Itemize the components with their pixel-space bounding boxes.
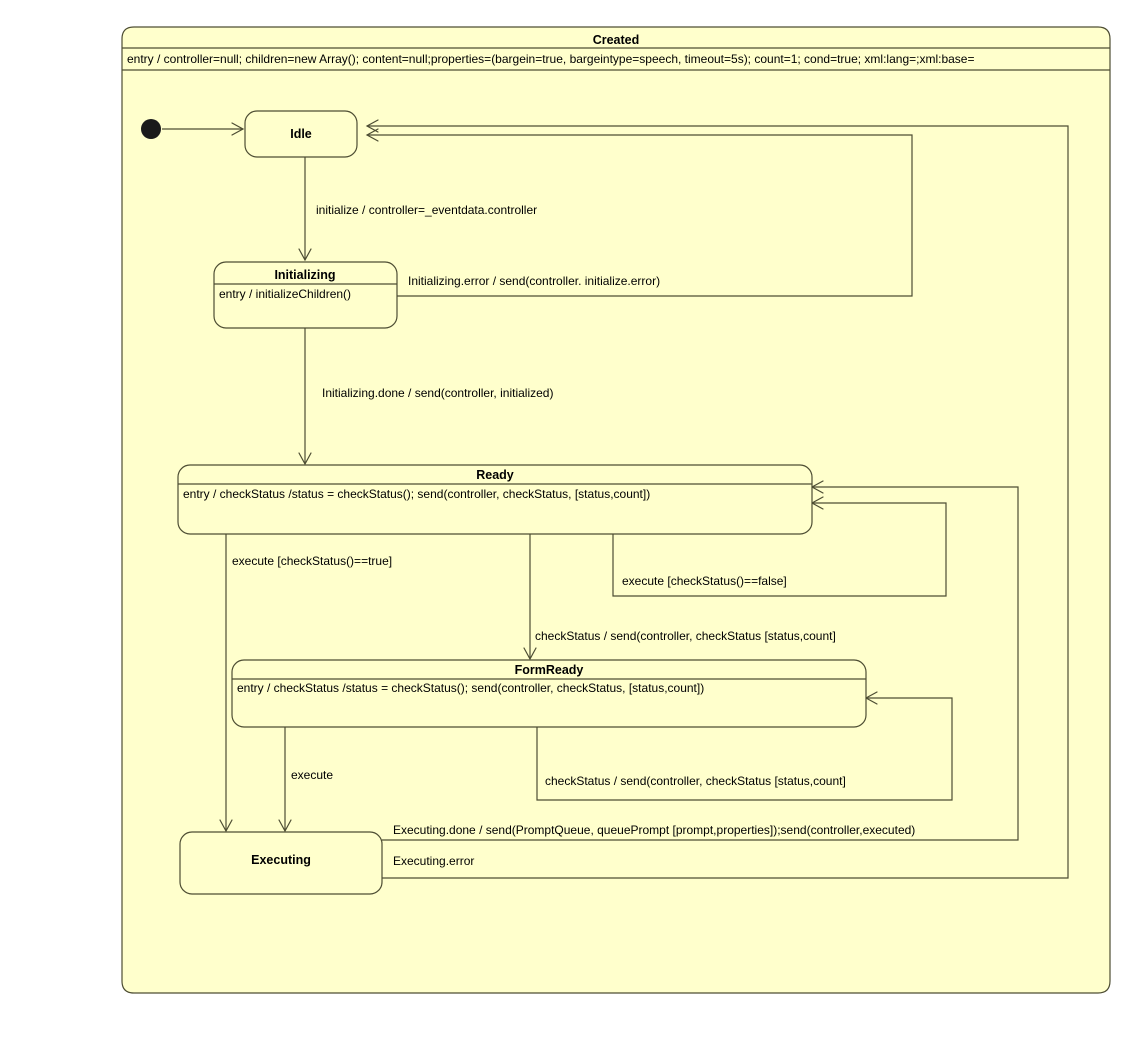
state-executing-fill	[180, 832, 382, 894]
transition-initializing-to-idle-arrowhead	[365, 128, 379, 142]
transition-formready-to-executing-arrowhead	[278, 819, 292, 833]
state-idle-fill	[245, 111, 357, 157]
state-initializing-entry-text: entry / initializeChildren()	[219, 287, 351, 301]
state-formready-title: FormReady	[515, 663, 584, 677]
transition-ready-to-formready-arrowhead	[523, 647, 537, 661]
state-initializing-border	[213, 261, 398, 329]
state-ready-fill	[178, 465, 812, 534]
state-ready-border	[177, 464, 813, 535]
state-formready-border	[231, 659, 867, 728]
state-ready-title: Ready	[476, 468, 514, 482]
transition-ready-to-executing-label: execute [checkStatus()==true]	[232, 554, 392, 568]
state-executing[interactable]: Executing	[179, 831, 383, 895]
created-entry-text: entry / controller=null; children=new Ar…	[127, 52, 974, 66]
transition-formready-to-executing[interactable]: execute	[278, 727, 333, 833]
transition-executing-to-ready-label: Executing.done / send(PromptQueue, queue…	[393, 823, 915, 837]
initial-pseudostate-node[interactable]	[141, 119, 161, 139]
state-initializing-fill	[214, 262, 397, 328]
created-frame-border	[121, 26, 1111, 994]
transition-executing-to-idle-line	[367, 125, 1069, 879]
state-initializing-title: Initializing	[274, 268, 335, 282]
transition-formready-self-loop-line	[536, 697, 953, 801]
transition-executing-to-idle-arrowhead	[365, 119, 379, 133]
state-formready-fill	[232, 660, 866, 727]
transition-initializing-to-ready[interactable]: Initializing.done / send(controller, ini…	[298, 328, 553, 466]
transition-initializing-to-idle-line	[367, 134, 913, 297]
state-initializing[interactable]: Initializing entry / initializeChildren(…	[213, 261, 398, 329]
transition-ready-self-loop-line	[612, 502, 947, 597]
state-ready-entry-text: entry / checkStatus /status = checkStatu…	[183, 487, 650, 501]
state-formready[interactable]: FormReady entry / checkStatus /status = …	[231, 659, 867, 728]
state-executing-border	[179, 831, 383, 895]
state-idle-border	[244, 110, 358, 158]
transition-idle-to-initializing-arrowhead	[298, 248, 312, 262]
transition-executing-to-idle-label: Executing.error	[393, 854, 474, 868]
transition-initializing-to-idle-label: Initializing.error / send(controller. in…	[408, 274, 660, 288]
state-ready[interactable]: Ready entry / checkStatus /status = chec…	[177, 464, 813, 535]
transition-ready-to-executing[interactable]: execute [checkStatus()==true]	[219, 534, 392, 833]
state-executing-title: Executing	[251, 853, 311, 867]
transition-ready-to-formready[interactable]: checkStatus / send(controller, checkStat…	[523, 534, 836, 661]
transition-ready-self-loop-label: execute [checkStatus()==false]	[622, 574, 787, 588]
transition-initializing-to-idle[interactable]: Initializing.error / send(controller. in…	[365, 128, 913, 297]
transition-formready-self-loop-label: checkStatus / send(controller, checkStat…	[545, 774, 846, 788]
transition-initializing-to-ready-arrowhead	[298, 452, 312, 466]
transition-idle-to-initializing[interactable]: initialize / controller=_eventdata.contr…	[298, 157, 537, 262]
transition-ready-to-executing-arrowhead	[219, 819, 233, 833]
transition-executing-to-idle[interactable]: Executing.error	[365, 119, 1069, 879]
transition-initializing-to-ready-label: Initializing.done / send(controller, ini…	[322, 386, 553, 400]
state-idle-title: Idle	[290, 127, 312, 141]
transition-executing-to-ready-line	[382, 486, 1019, 841]
state-idle[interactable]: Idle	[244, 110, 358, 158]
transition-idle-to-initializing-label: initialize / controller=_eventdata.contr…	[316, 203, 537, 217]
transition-initial-to-idle-arrowhead	[231, 122, 245, 136]
transition-ready-to-formready-label: checkStatus / send(controller, checkStat…	[535, 629, 836, 643]
transition-formready-to-executing-label: execute	[291, 768, 333, 782]
state-formready-entry-text: entry / checkStatus /status = checkStatu…	[237, 681, 704, 695]
created-state-title: Created	[593, 33, 640, 47]
transition-initial-to-idle[interactable]	[162, 122, 245, 136]
